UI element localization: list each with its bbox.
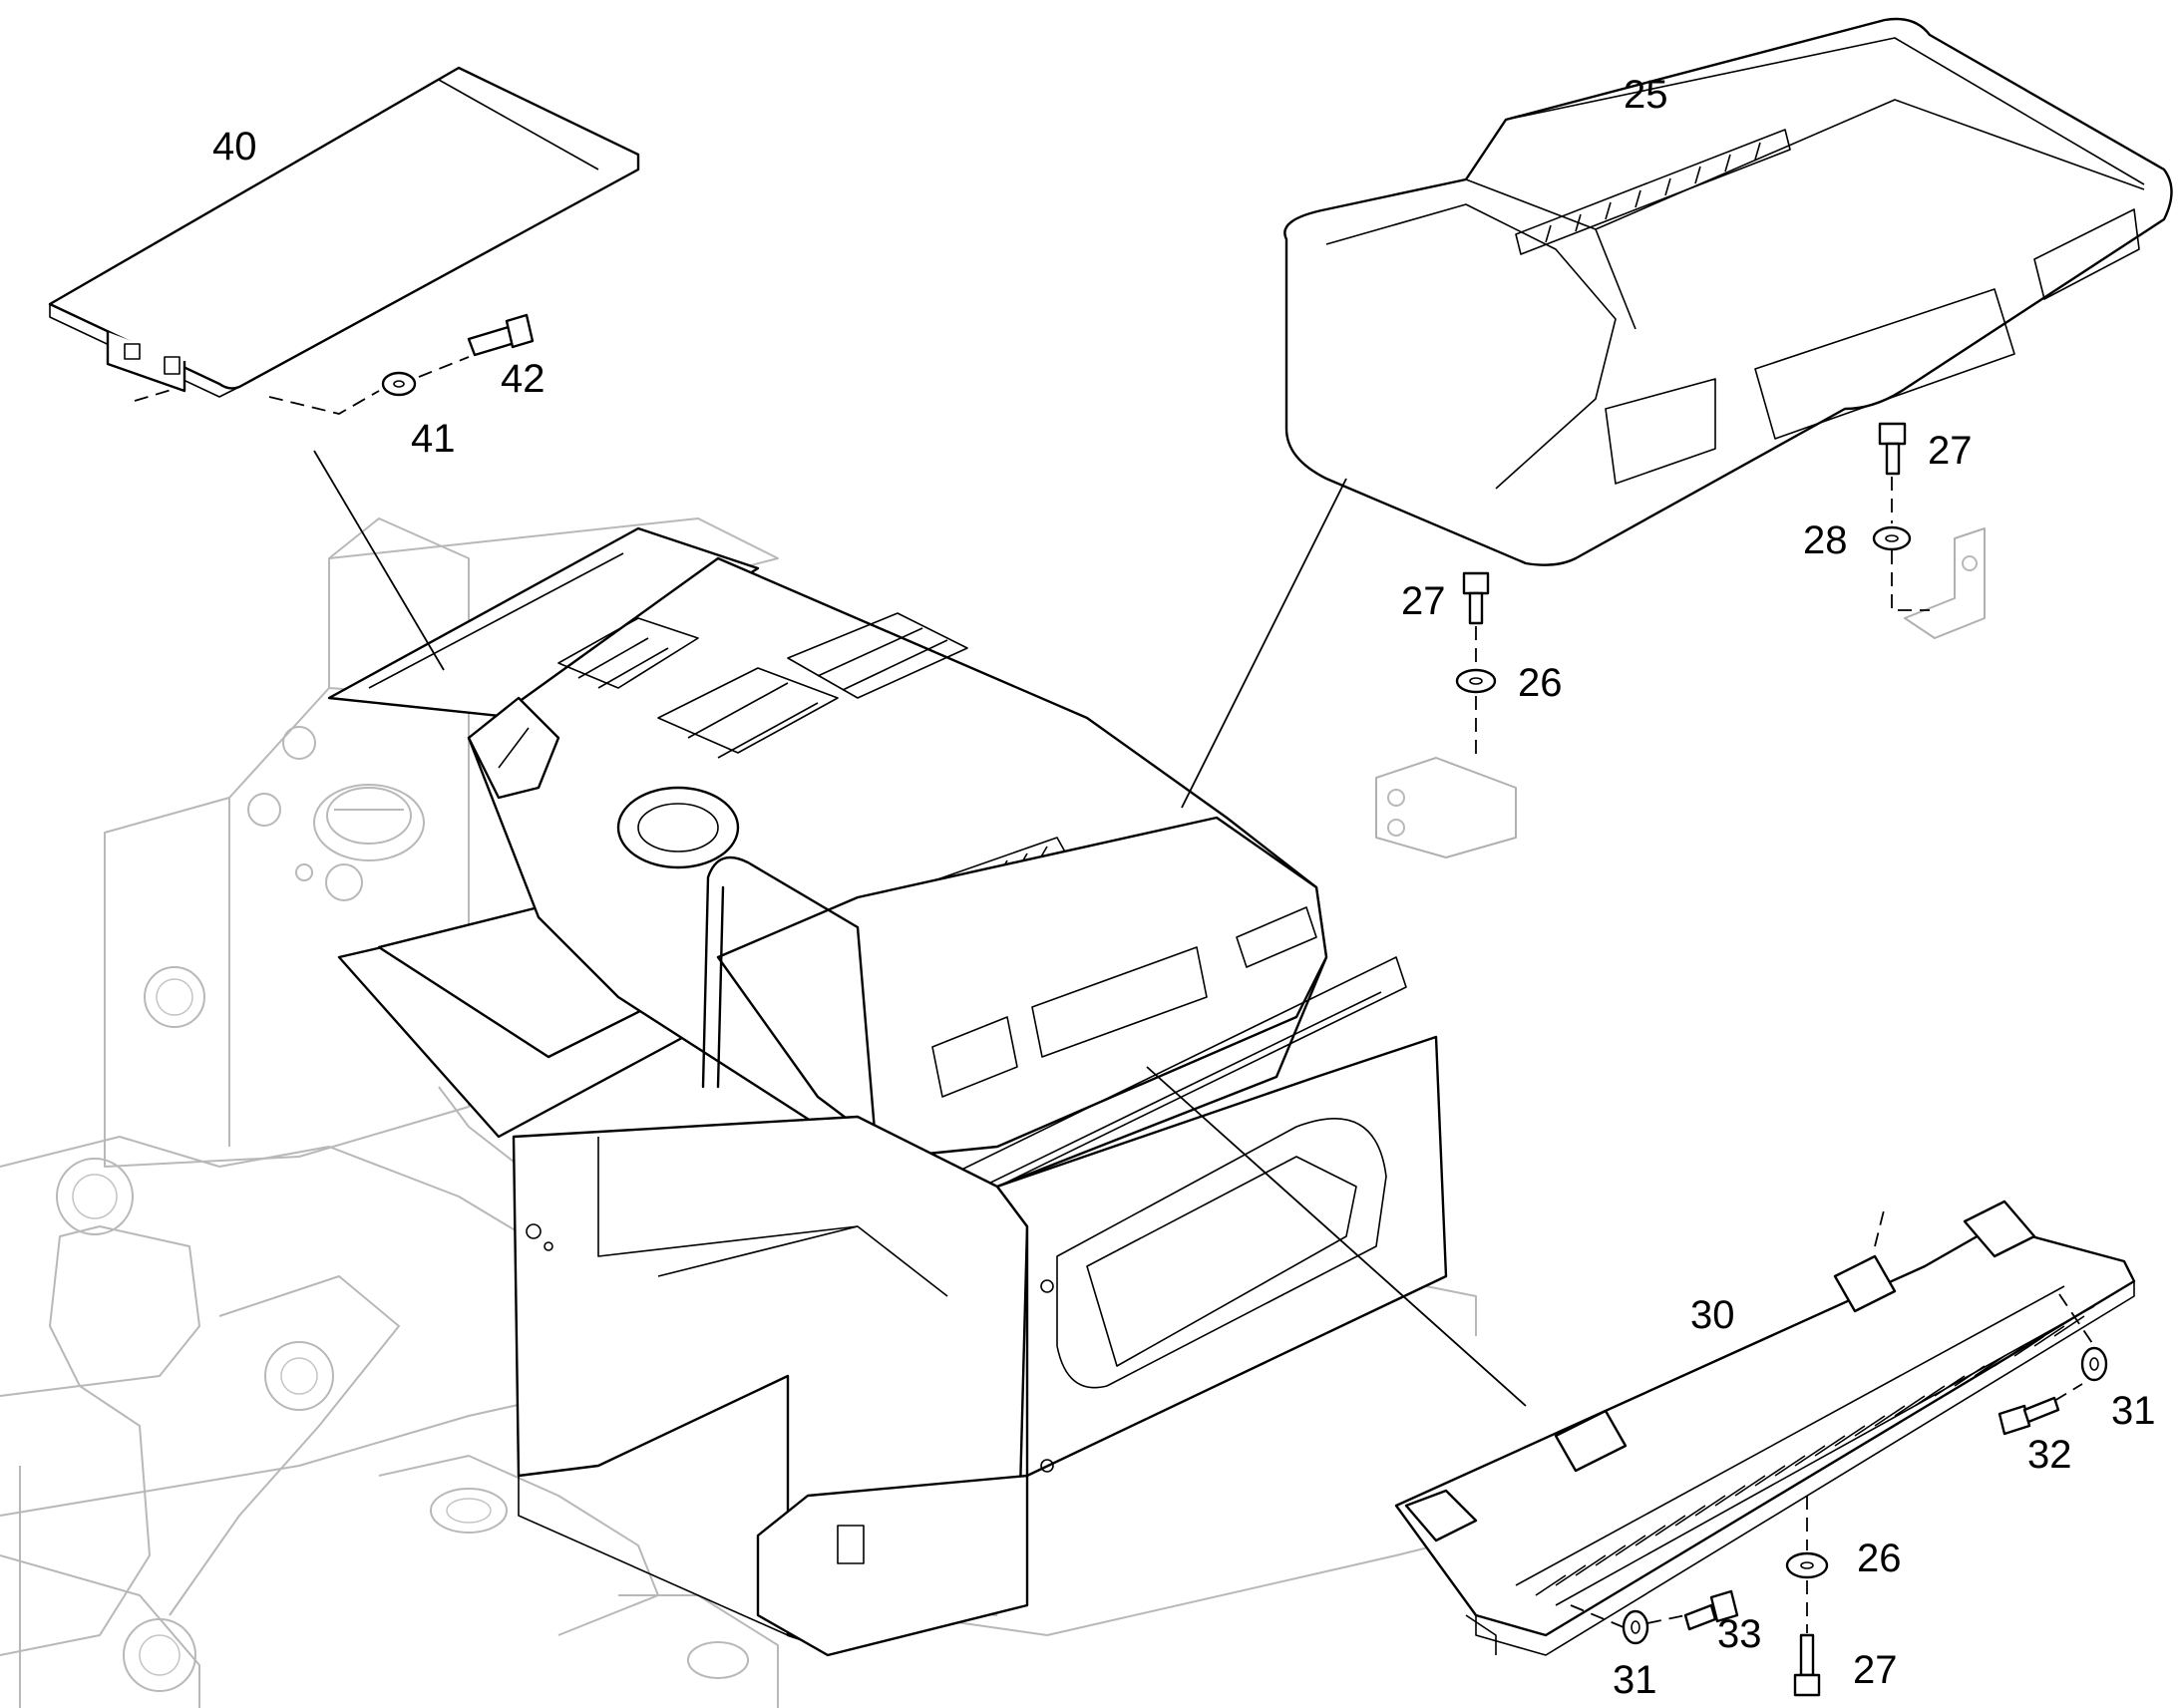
callout-27-lower: 27 — [1853, 1648, 1898, 1692]
part-40-rear-lid — [48, 66, 640, 398]
callout-26-lower: 26 — [1857, 1537, 1902, 1580]
callout-42: 42 — [501, 357, 545, 401]
leader-lines — [134, 356, 2095, 1633]
callout-labels: 25 40 42 41 27 28 27 26 30 31 32 26 33 3… — [212, 73, 2156, 1702]
callout-30: 30 — [1690, 1293, 1735, 1337]
hood-assembly — [327, 526, 1448, 1657]
callout-27-upper: 27 — [1928, 429, 1973, 473]
hardware — [381, 313, 2108, 1697]
callout-41: 41 — [411, 417, 456, 461]
callout-31-right: 31 — [2111, 1389, 2156, 1433]
callout-32: 32 — [2027, 1433, 2072, 1477]
bracket-left — [1375, 757, 1517, 858]
part-25-top-cover — [1283, 17, 2173, 566]
callout-31-lower: 31 — [1613, 1658, 1657, 1702]
callout-40: 40 — [212, 125, 257, 169]
callout-25: 25 — [1624, 73, 1668, 117]
bracket-right — [1904, 527, 1986, 639]
callout-33: 33 — [1717, 1612, 1762, 1656]
callout-27-middle: 27 — [1401, 579, 1446, 623]
callout-26-middle: 26 — [1518, 661, 1563, 705]
callout-28: 28 — [1803, 518, 1848, 562]
part-30-grille — [1394, 1199, 2136, 1656]
